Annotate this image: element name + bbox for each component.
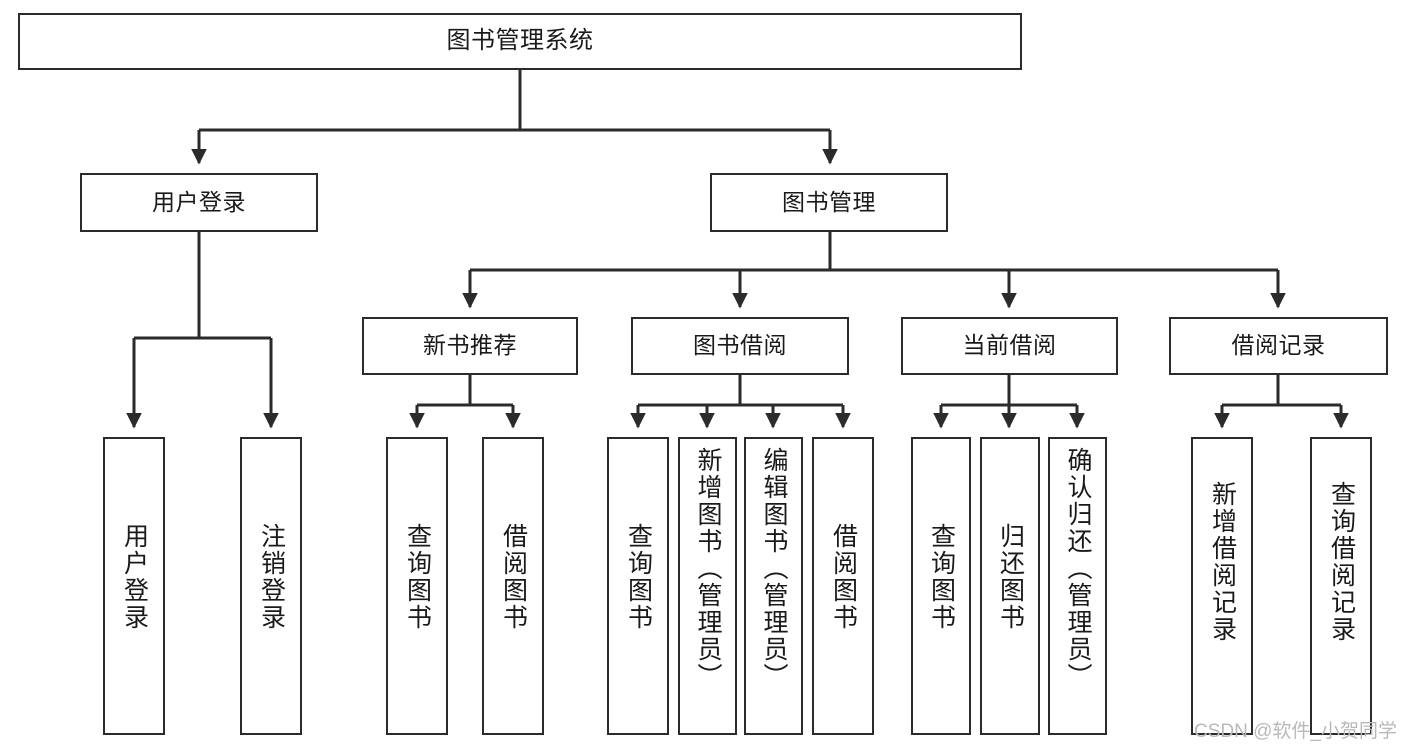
leaf-book-borrow-borrow-book[interactable]: 借阅图书 — [812, 437, 874, 735]
node-label: 当前借阅 — [962, 332, 1057, 359]
node-label: 查询借阅记录 — [1327, 481, 1356, 643]
leaf-borrow-record-add-record[interactable]: 新增借阅记录 — [1191, 437, 1253, 735]
node-label: 查询图书 — [624, 523, 653, 631]
node-borrow-record[interactable]: 借阅记录 — [1169, 317, 1388, 375]
leaf-user-login-login[interactable]: 用户登录 — [103, 437, 165, 735]
node-label: 注销登录 — [257, 523, 286, 631]
leaf-current-borrow-query-book[interactable]: 查询图书 — [911, 437, 971, 735]
node-root-system[interactable]: 图书管理系统 — [18, 13, 1022, 70]
leaf-book-borrow-query-book[interactable]: 查询图书 — [607, 437, 669, 735]
node-book-borrow[interactable]: 图书借阅 — [631, 317, 849, 375]
leaf-borrow-record-query-record[interactable]: 查询借阅记录 — [1310, 437, 1372, 735]
leaf-new-book-borrow-book[interactable]: 借阅图书 — [482, 437, 544, 735]
node-label: 确认归还（管理员） — [1064, 447, 1092, 690]
node-label: 用户登录 — [152, 188, 246, 215]
node-label: 新增借阅记录 — [1208, 481, 1237, 643]
leaf-current-borrow-return-book[interactable]: 归还图书 — [980, 437, 1040, 735]
node-label: 归还图书 — [996, 523, 1025, 631]
node-label: 借阅记录 — [1231, 332, 1326, 359]
node-label: 编辑图书（管理员） — [760, 447, 788, 690]
node-label: 借阅图书 — [499, 523, 528, 631]
node-label: 借阅图书 — [829, 523, 858, 631]
leaf-book-borrow-edit-book-admin[interactable]: 编辑图书（管理员） — [744, 437, 803, 735]
leaf-user-login-logout[interactable]: 注销登录 — [240, 437, 302, 735]
node-label: 查询图书 — [403, 523, 432, 631]
watermark-text: CSDN @软件_小贺同学 — [1194, 721, 1397, 742]
leaf-book-borrow-add-book-admin[interactable]: 新增图书（管理员） — [678, 437, 737, 735]
node-book-management[interactable]: 图书管理 — [710, 173, 948, 232]
node-label: 图书借阅 — [693, 332, 787, 359]
node-label: 图书管理 — [782, 188, 876, 215]
csdn-watermark: CSDN @软件_小贺同学 — [1194, 716, 1397, 743]
node-label: 查询图书 — [927, 523, 956, 631]
leaf-new-book-query-book[interactable]: 查询图书 — [386, 437, 448, 735]
node-label: 新增图书（管理员） — [694, 447, 722, 690]
leaf-current-borrow-confirm-return-admin[interactable]: 确认归还（管理员） — [1048, 437, 1107, 735]
node-current-borrow[interactable]: 当前借阅 — [901, 317, 1118, 375]
node-label: 图书管理系统 — [446, 27, 594, 55]
node-label: 用户登录 — [120, 523, 149, 631]
node-new-book-recommend[interactable]: 新书推荐 — [362, 317, 578, 375]
node-user-login[interactable]: 用户登录 — [80, 173, 318, 232]
node-label: 新书推荐 — [423, 332, 517, 359]
